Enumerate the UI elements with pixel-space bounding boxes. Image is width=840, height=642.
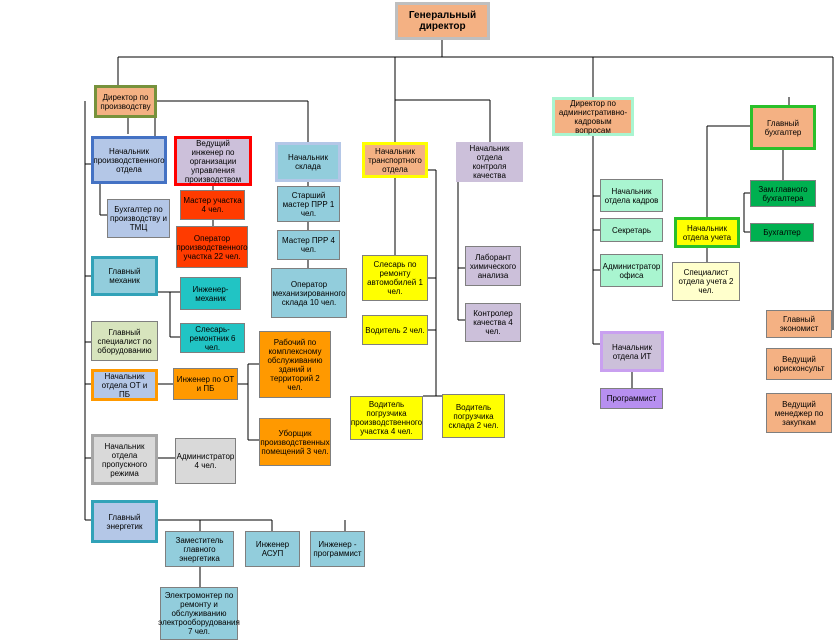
node-engineer-ot: Инженер по ОТ и ПБ: [173, 368, 238, 400]
node-lead-legal: Ведущий юрисконсульт: [766, 348, 832, 380]
node-mechanic-auto: Слесарь по ремонту автомобилей 1 чел.: [362, 255, 428, 301]
node-chief-power: Главный энергетик: [91, 500, 158, 543]
node-chief-mechanic: Главный механик: [91, 256, 158, 296]
node-engineer-asup: Инженер АСУП: [245, 531, 300, 567]
node-programmer: Программист: [600, 388, 663, 409]
node-operator-warehouse: Оператор механизированного склада 10 чел…: [271, 268, 347, 318]
node-engineer-mechanic: Инженер-механик: [180, 277, 241, 310]
node-dir-admin: Директор по административно-кадровым воп…: [552, 97, 634, 136]
node-head-ot: Начальник отдела ОТ и ПБ: [91, 369, 158, 401]
node-operator-prod: Оператор производственного участка 22 че…: [176, 226, 248, 268]
node-worker-complex: Рабочий по комплексному обслуживанию зда…: [259, 331, 331, 398]
node-lab-assistant: Лаборант химического анализа: [465, 246, 521, 286]
node-chief-economist: Главный экономист: [766, 310, 832, 338]
node-senior-master-prr: Старший мастер ПРР 1 чел.: [277, 186, 340, 222]
node-cleaner: Уборщик производственных помещений 3 чел…: [259, 418, 331, 466]
node-loader-warehouse: Водитель погрузчика склада 2 чел.: [442, 394, 505, 438]
node-head-hr: Начальник отдела кадров: [600, 179, 663, 212]
node-driver: Водитель 2 чел.: [362, 315, 428, 345]
node-master: Мастер участка 4 чел.: [180, 190, 245, 220]
node-dir-prod: Директор по производству: [94, 85, 157, 118]
node-master-prr: Мастер ПРР 4 чел.: [277, 230, 340, 260]
node-deputy-power: Заместитель главного энергетика: [165, 531, 234, 567]
node-secretary: Секретарь: [600, 218, 663, 242]
node-head-access: Начальник отдела пропускного режима: [91, 434, 158, 485]
node-electrician: Электромонтер по ремонту и обслуживанию …: [158, 587, 240, 640]
node-head-prod-dept: Начальник производственного отдела: [91, 136, 167, 184]
node-loader-prod: Водитель погрузчика производственного уч…: [350, 396, 423, 440]
node-accountant-prod: Бухгалтер по производству и ТМЦ: [107, 199, 170, 238]
node-ceo: Генеральный директор: [395, 2, 490, 40]
node-accountant: Бухгалтер: [750, 223, 814, 242]
node-quality-controller: Контролер качества 4 чел.: [465, 303, 521, 342]
node-lead-engineer: Ведущий инженер по организации управлени…: [174, 136, 252, 186]
node-head-warehouse: Начальник склада: [275, 142, 341, 182]
node-office-admin: Администратор офиса: [600, 254, 663, 287]
node-repairmen: Слесарь-ремонтник 6 чел.: [180, 323, 245, 353]
node-chief-accountant: Главный бухгалтер: [750, 105, 816, 150]
node-lead-purchasing: Ведущий менеджер по закупкам: [766, 393, 832, 433]
node-chief-equipment: Главный специалист по оборудованию: [91, 321, 158, 361]
node-deputy-chief-accountant: Зам.главного бухгалтера: [750, 180, 816, 207]
node-head-accounting: Начальник отдела учета: [674, 217, 740, 248]
node-head-transport: Начальник транспортного отдела: [362, 142, 428, 178]
node-accounting-specialist: Специалист отдела учета 2 чел.: [672, 262, 740, 301]
node-administrator: Администратор 4 чел.: [175, 438, 236, 484]
node-engineer-programmer: Инженер - программист: [310, 531, 365, 567]
node-head-quality: Начальник отдела контроля качества: [456, 142, 523, 182]
node-head-it: Начальник отдела ИТ: [600, 331, 664, 372]
